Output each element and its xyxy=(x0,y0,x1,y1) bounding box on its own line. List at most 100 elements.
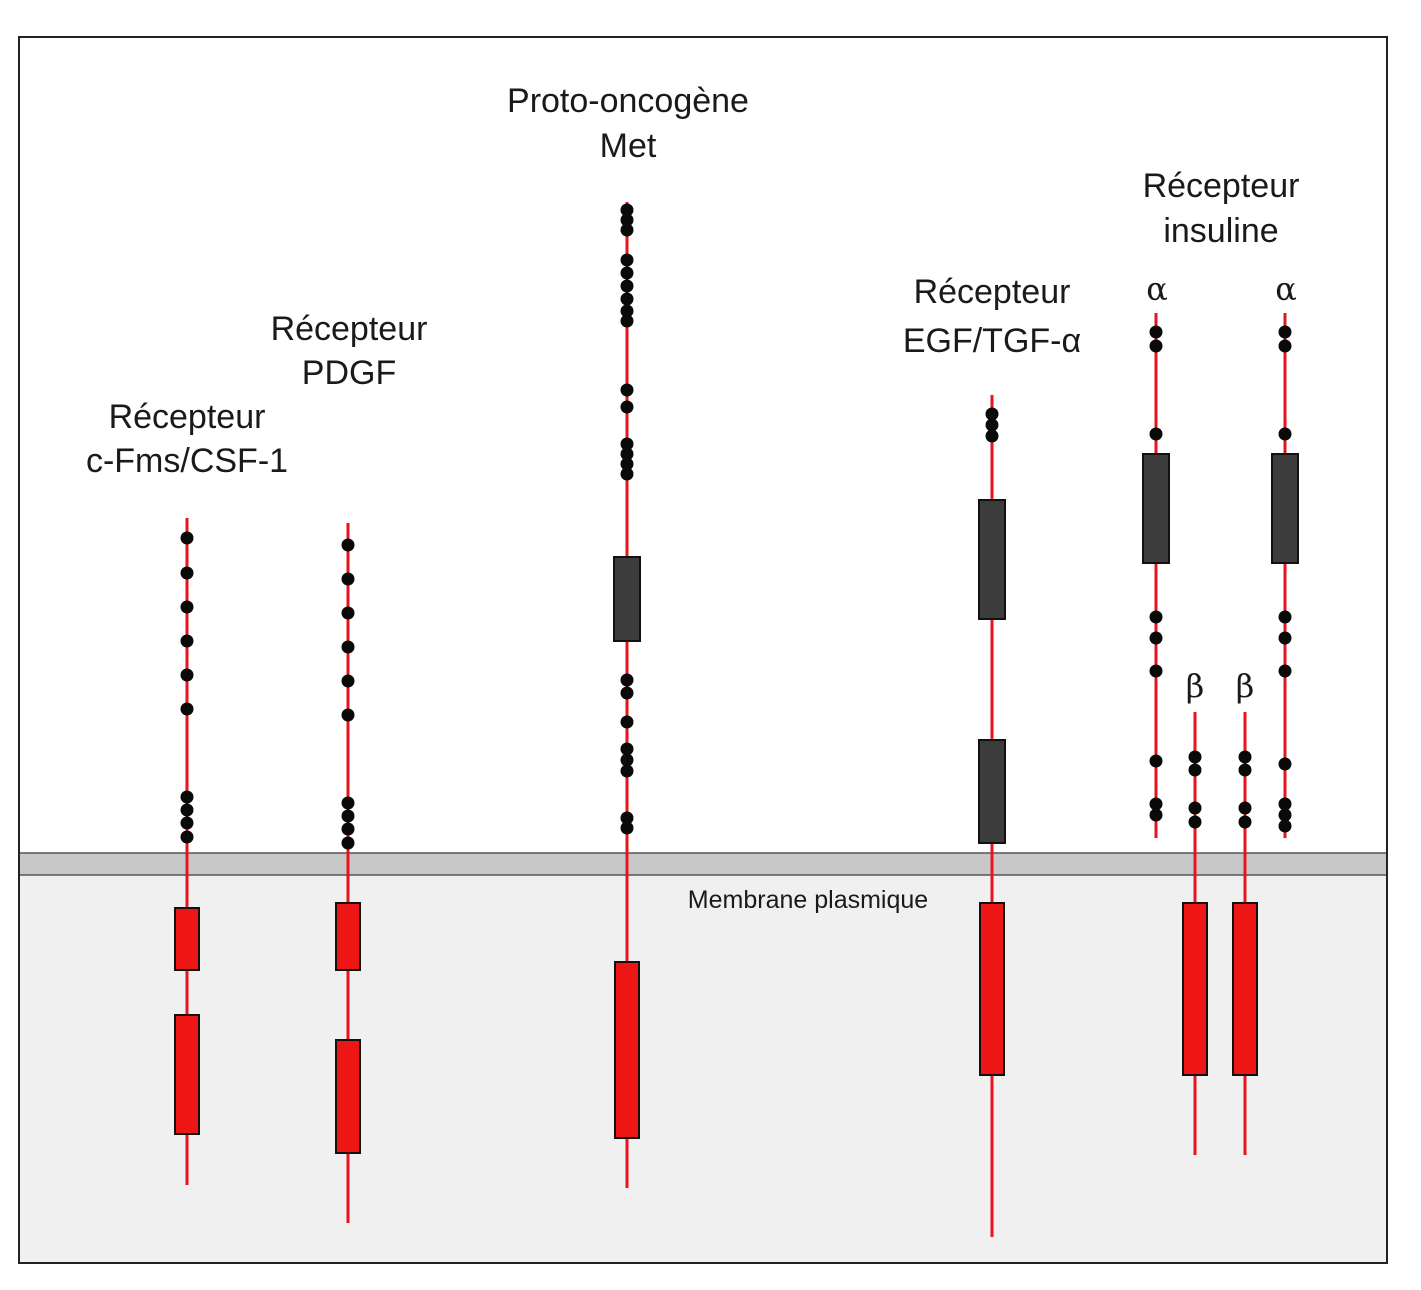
ig-loop-met-0 xyxy=(620,203,634,217)
ig-loop-met-16 xyxy=(620,686,634,700)
cysteine-domain-met-0 xyxy=(613,556,641,642)
ig-loop-csf1-8 xyxy=(180,816,194,830)
ig-loop-pdgf-1 xyxy=(341,572,355,586)
ig-loop-pdgf-4 xyxy=(341,674,355,688)
ig-loop-pdgf-7 xyxy=(341,809,355,823)
cysteine-domain-insulin-alpha-left-0 xyxy=(1142,453,1170,564)
receptor-egf-title-line2: EGF/TGF-α xyxy=(903,322,1081,360)
receptor-egf-title-line1: Récepteur xyxy=(914,273,1071,311)
ig-loop-insulin-alpha-right-0 xyxy=(1278,325,1292,339)
ig-loop-met-3 xyxy=(620,253,634,267)
ig-loop-pdgf-2 xyxy=(341,606,355,620)
chain-csf1 xyxy=(174,518,200,1185)
ig-loop-insulin-beta-right-2 xyxy=(1238,801,1252,815)
ig-loop-met-17 xyxy=(620,715,634,729)
ig-loop-egf-0 xyxy=(985,407,999,421)
insulin-alpha-label-left: α xyxy=(1146,270,1168,308)
receptor-met-title: Proto-oncogène Met xyxy=(507,82,749,165)
ig-loop-csf1-4 xyxy=(180,668,194,682)
membrane-label: Membrane plasmique xyxy=(688,886,928,914)
ig-loop-insulin-alpha-right-5 xyxy=(1278,664,1292,678)
insulin-beta-label-left: β xyxy=(1186,667,1205,705)
kinase-domain-csf1-0 xyxy=(174,907,200,971)
chain-insulin-alpha-left xyxy=(1142,313,1170,838)
ig-loop-met-14 xyxy=(620,467,634,481)
receptor-insulin-title-line2: insuline xyxy=(1163,212,1278,250)
ig-loop-met-19 xyxy=(620,753,634,767)
cysteine-domain-insulin-alpha-right-0 xyxy=(1271,453,1299,564)
ig-loop-met-10 xyxy=(620,400,634,414)
ig-loop-insulin-alpha-left-1 xyxy=(1149,339,1163,353)
ig-loop-egf-1 xyxy=(985,418,999,432)
receptor-insulin-title-line1: Récepteur xyxy=(1143,167,1300,205)
receptor-pdgf-title-line1: Récepteur xyxy=(271,310,428,348)
chain-met xyxy=(613,202,641,1188)
ig-loop-met-8 xyxy=(620,314,634,328)
ig-loop-insulin-alpha-left-0 xyxy=(1149,325,1163,339)
receptor-csf1-title: Récepteur c-Fms/CSF-1 xyxy=(86,398,288,480)
ig-loop-csf1-3 xyxy=(180,634,194,648)
ig-loop-insulin-alpha-left-2 xyxy=(1149,427,1163,441)
ig-loop-insulin-alpha-right-8 xyxy=(1278,808,1292,822)
receptor-pdgf-title-line2: PDGF xyxy=(302,354,396,392)
kinase-domain-pdgf-1 xyxy=(335,1039,361,1154)
ig-loop-met-13 xyxy=(620,457,634,471)
ig-loop-insulin-alpha-right-4 xyxy=(1278,631,1292,645)
receptor-csf1-title-line1: Récepteur xyxy=(109,398,266,436)
ig-loop-pdgf-5 xyxy=(341,708,355,722)
frame xyxy=(18,36,1388,1264)
ig-loop-insulin-alpha-left-3 xyxy=(1149,610,1163,624)
ig-loop-met-4 xyxy=(620,266,634,280)
ig-loop-met-20 xyxy=(620,764,634,778)
ig-loop-met-5 xyxy=(620,279,634,293)
kinase-domain-met-0 xyxy=(614,961,640,1139)
kinase-domain-insulin-beta-right-0 xyxy=(1232,902,1258,1076)
ig-loop-insulin-alpha-right-3 xyxy=(1278,610,1292,624)
ig-loop-insulin-beta-left-2 xyxy=(1188,801,1202,815)
ig-loop-csf1-5 xyxy=(180,702,194,716)
ig-loop-met-12 xyxy=(620,447,634,461)
ig-loop-insulin-alpha-left-5 xyxy=(1149,664,1163,678)
cysteine-domain-egf-0 xyxy=(978,499,1006,620)
chain-pdgf xyxy=(335,523,361,1223)
ig-loop-met-11 xyxy=(620,437,634,451)
ig-loop-csf1-7 xyxy=(180,803,194,817)
ig-loop-met-9 xyxy=(620,383,634,397)
ig-loop-met-1 xyxy=(620,213,634,227)
ig-loop-insulin-beta-left-1 xyxy=(1188,763,1202,777)
ig-loop-insulin-alpha-right-2 xyxy=(1278,427,1292,441)
receptor-egf-title: Récepteur EGF/TGF-α xyxy=(903,273,1081,360)
receptor-chains xyxy=(174,202,1299,1237)
ig-loop-insulin-beta-left-3 xyxy=(1188,815,1202,829)
ig-loop-pdgf-0 xyxy=(341,538,355,552)
receptor-met-title-line2: Met xyxy=(600,127,657,165)
kinase-domain-csf1-1 xyxy=(174,1014,200,1135)
ig-loop-insulin-alpha-left-4 xyxy=(1149,631,1163,645)
ig-loop-met-15 xyxy=(620,673,634,687)
ig-loop-insulin-alpha-right-1 xyxy=(1278,339,1292,353)
ig-loop-met-21 xyxy=(620,811,634,825)
ig-loop-met-7 xyxy=(620,304,634,318)
chain-egf xyxy=(978,395,1006,1237)
insulin-alpha-label-right: α xyxy=(1275,270,1297,308)
membrane-band xyxy=(18,852,1388,876)
ig-loop-met-18 xyxy=(620,742,634,756)
ig-loop-insulin-alpha-right-9 xyxy=(1278,819,1292,833)
ig-loop-insulin-alpha-right-7 xyxy=(1278,797,1292,811)
receptor-pdgf-title: Récepteur PDGF xyxy=(271,310,428,392)
ig-loop-insulin-alpha-left-8 xyxy=(1149,808,1163,822)
extracellular-region xyxy=(19,37,1387,853)
ig-loop-pdgf-8 xyxy=(341,822,355,836)
ig-loop-insulin-beta-right-1 xyxy=(1238,763,1252,777)
chain-insulin-alpha-right xyxy=(1271,313,1299,838)
ig-loop-insulin-beta-left-0 xyxy=(1188,750,1202,764)
ig-loop-insulin-beta-right-3 xyxy=(1238,815,1252,829)
ig-loop-insulin-alpha-left-6 xyxy=(1149,754,1163,768)
ig-loop-csf1-0 xyxy=(180,531,194,545)
ig-loop-csf1-1 xyxy=(180,566,194,580)
insulin-beta-label-right: β xyxy=(1236,667,1255,705)
chain-insulin-beta-left xyxy=(1182,712,1208,1155)
receptor-met-title-line1: Proto-oncogène xyxy=(507,82,749,120)
ig-loop-met-6 xyxy=(620,292,634,306)
